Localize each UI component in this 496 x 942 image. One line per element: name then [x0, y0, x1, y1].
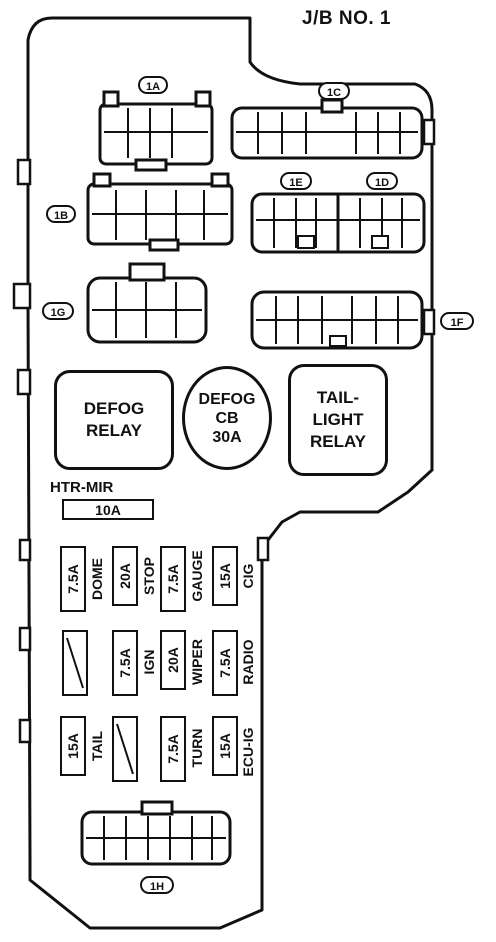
- spare-slot-slash: [66, 637, 84, 689]
- fuse-turn-amp: 7.5A: [165, 734, 181, 764]
- fuse-wiper-label: WIPER: [189, 639, 205, 685]
- fuse-tail: 15A: [60, 716, 86, 776]
- fuse-dome-amp: 7.5A: [65, 564, 81, 594]
- fuse-radio-amp: 7.5A: [217, 648, 233, 678]
- connector-1a: [98, 90, 214, 172]
- fuse-cig: 15A: [212, 546, 238, 606]
- fuse-radio: 7.5A: [212, 630, 238, 696]
- fuse-turn-label: TURN: [189, 728, 205, 768]
- defog-circuit-breaker: DEFOG CB 30A: [182, 366, 272, 470]
- defog-cb-line1: DEFOG: [198, 390, 256, 408]
- connector-1c: [230, 98, 424, 160]
- defog-cb-line2: CB: [215, 409, 239, 427]
- fuse-ecu-ig-amp: 15A: [217, 733, 233, 759]
- fuse-gauge-amp: 7.5A: [165, 564, 181, 594]
- fuse-wiper-amp: 20A: [165, 647, 181, 673]
- fuse-radio-label: RADIO: [240, 639, 256, 685]
- fuse-tail-label: TAIL: [89, 730, 105, 762]
- fuse-cig-label: CIG: [240, 563, 256, 589]
- junction-block-title: J/B NO. 1: [302, 8, 391, 29]
- connector-tag-1d: 1D: [366, 172, 398, 190]
- connector-tag-1g: 1G: [42, 302, 74, 320]
- taillight-relay: TAIL- LIGHT RELAY: [288, 364, 388, 476]
- fuse-wiper: 20A: [160, 630, 186, 690]
- taillight-relay-line2: LIGHT: [312, 410, 364, 429]
- taillight-relay-line3: RELAY: [309, 432, 367, 451]
- fuse-ign: 7.5A: [112, 630, 138, 696]
- connector-1f: [250, 290, 424, 350]
- htr-mir-fuse-amp: 10A: [95, 501, 121, 518]
- fuse-stop-amp: 20A: [117, 563, 133, 589]
- defog-cb-line3: 30A: [212, 428, 242, 446]
- defog-relay: DEFOG RELAY: [54, 370, 174, 470]
- connector-tag-1f: 1F: [440, 312, 474, 330]
- connector-tag-1a: 1A: [138, 76, 168, 94]
- fuse-gauge: 7.5A: [160, 546, 186, 612]
- fuse-ign-label: IGN: [141, 649, 157, 675]
- fuse-stop: 20A: [112, 546, 138, 606]
- connector-1g: [86, 262, 208, 344]
- defog-relay-line1: DEFOG: [83, 399, 145, 418]
- fuse-ecu-ig-label: ECU-IG: [240, 727, 256, 777]
- spare-fuse-slot-1: [62, 630, 88, 696]
- fuse-gauge-label: GAUGE: [189, 550, 205, 602]
- defog-relay-line2: RELAY: [85, 421, 143, 440]
- spare-fuse-slot-2: [112, 716, 138, 782]
- housing-outline: [26, 16, 434, 930]
- fuse-ign-amp: 7.5A: [117, 648, 133, 678]
- spare-slot-slash: [116, 723, 134, 775]
- connector-tag-1e: 1E: [280, 172, 312, 190]
- fuse-cig-amp: 15A: [217, 563, 233, 589]
- connector-tag-1c: 1C: [318, 82, 350, 100]
- connector-tag-1b: 1B: [46, 205, 76, 223]
- htr-mir-fuse: 10A: [62, 499, 154, 520]
- fuse-tail-amp: 15A: [65, 733, 81, 759]
- connector-1b: [86, 172, 234, 252]
- fuse-dome-label: DOME: [89, 558, 105, 600]
- taillight-relay-line1: TAIL-: [316, 388, 360, 407]
- connector-1h: [80, 800, 232, 866]
- fuse-dome: 7.5A: [60, 546, 86, 612]
- housing-tabs: [12, 118, 436, 744]
- fuse-stop-label: STOP: [141, 557, 157, 595]
- htr-mir-label: HTR-MIR: [50, 479, 114, 496]
- fuse-ecu-ig: 15A: [212, 716, 238, 776]
- fuse-turn: 7.5A: [160, 716, 186, 782]
- connector-tag-1h: 1H: [140, 876, 174, 894]
- connector-1e-1d: [250, 192, 426, 254]
